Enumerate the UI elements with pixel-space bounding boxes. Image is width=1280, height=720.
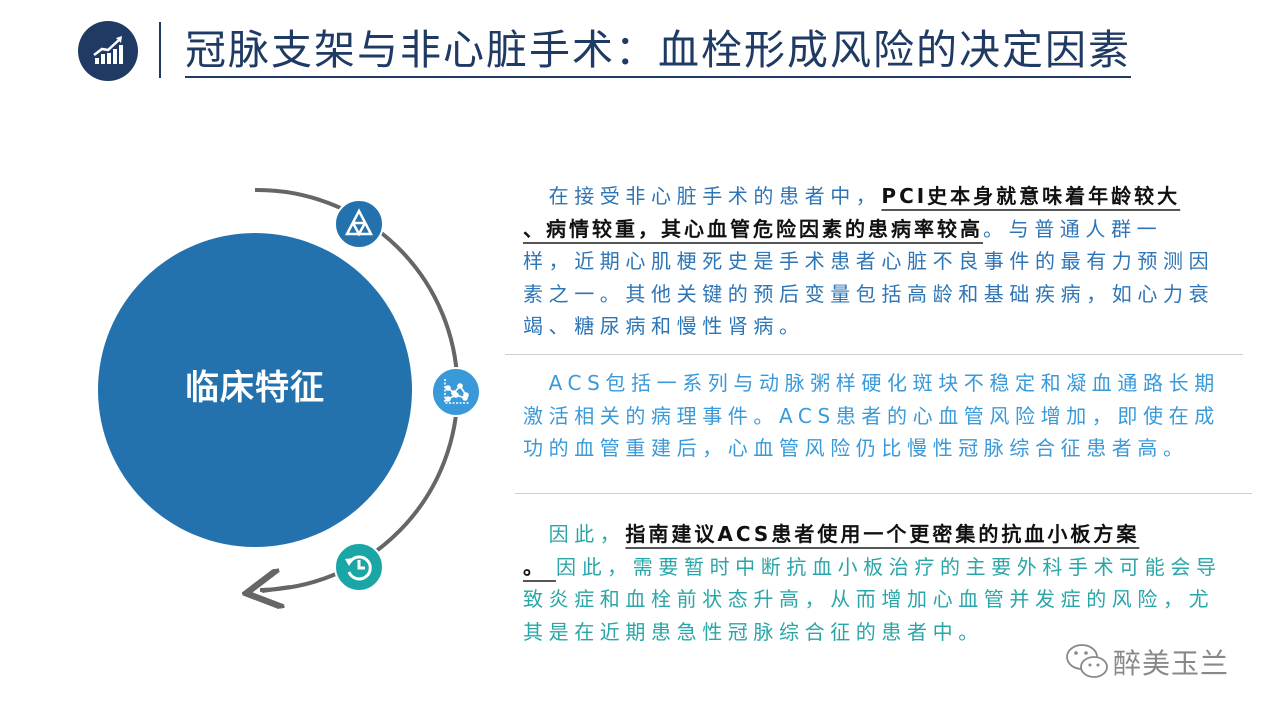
body-text: 在接受非心脏手术的患者中， <box>523 184 882 208</box>
wechat-icon <box>1066 644 1108 678</box>
body-text: 因此， <box>523 522 626 546</box>
divider <box>515 493 1252 494</box>
body-text: 因此，需要暂时中断抗血小板治疗的主要外科手术可能会导 <box>555 554 1222 579</box>
center-circle <box>98 233 412 547</box>
body-text: 激活相关的病理事件。ACS患者的心血管风险增加，即使在成 <box>523 403 1220 428</box>
paragraph-acs-events: ACS包括一系列与动脉粥样硬化斑块不稳定和凝血通路长期激活相关的病理事件。ACS… <box>523 367 1220 465</box>
paragraph-line: 致炎症和血栓前状态升高，从而增加心血管并发症的风险，尤 <box>523 583 1222 616</box>
paragraph-line: 。 因此，需要暂时中断抗血小板治疗的主要外科手术可能会导 <box>523 551 1222 584</box>
body-text: 致炎症和血栓前状态升高，从而增加心血管并发症的风险，尤 <box>523 587 1215 611</box>
triangle-pyramid-icon <box>334 199 384 249</box>
watermark: 醉美玉兰 <box>1065 642 1228 689</box>
paragraph-line: 样，近期心肌梗死史是手术患者心脏不良事件的最有力预测因 <box>523 245 1214 278</box>
paragraph-line: 因此，指南建议ACS患者使用一个更密集的抗血小板方案 <box>523 518 1222 551</box>
center-label: 临床特征 <box>185 368 325 408</box>
paragraph-line: 激活相关的病理事件。ACS患者的心血管风险增加，即使在成 <box>523 400 1220 433</box>
divider <box>505 354 1243 355</box>
emphasis-text: 。 <box>523 554 556 579</box>
body-text: 样，近期心肌梗死史是手术患者心脏不良事件的最有力预测因 <box>523 249 1215 273</box>
paragraph-line: 素之一。其他关键的预后变量包括高龄和基础疾病，如心力衰 <box>523 278 1214 311</box>
page-title: 冠脉支架与非心脏手术：血栓形成风险的决定因素 <box>185 24 1131 78</box>
paragraph-line: 功的血管重建后，心血管风险仍比慢性冠脉综合征患者高。 <box>523 432 1220 465</box>
body-text: 素之一。其他关键的预后变量包括高龄和基础疾病，如心力衰 <box>523 281 1215 306</box>
body-text: 。与普通人群一 <box>983 216 1163 241</box>
paragraph-line: 其是在近期患急性冠脉综合征的患者中。 <box>523 616 1222 649</box>
body-text: 其是在近期患急性冠脉综合征的患者中。 <box>523 619 984 644</box>
history-clock-icon <box>334 542 384 592</box>
body-text: 竭、糖尿病和慢性肾病。 <box>523 314 805 338</box>
emphasis-text: PCI史本身就意味着年龄较大 <box>881 184 1181 208</box>
body-text: 功的血管重建后，心血管风险仍比慢性冠脉综合征患者高。 <box>523 436 1189 460</box>
paragraph-pci-history: 在接受非心脏手术的患者中，PCI史本身就意味着年龄较大、病情较重，其心血管危险因… <box>523 180 1214 343</box>
line-chart-icon <box>431 367 481 417</box>
arc-arrow <box>262 587 291 591</box>
watermark-text: 醉美玉兰 <box>1113 647 1230 680</box>
emphasis-text: 、病情较重，其心血管危险因素的患病率较高 <box>523 216 983 241</box>
emphasis-text: 指南建议ACS患者使用一个更密集的抗血小板方案 <box>625 522 1140 546</box>
paragraph-guideline: 因此，指南建议ACS患者使用一个更密集的抗血小板方案。 因此，需要暂时中断抗血小… <box>523 518 1222 648</box>
paragraph-line: 竭、糖尿病和慢性肾病。 <box>523 310 1214 343</box>
paragraph-line: 在接受非心脏手术的患者中，PCI史本身就意味着年龄较大 <box>523 180 1214 213</box>
paragraph-line: 、病情较重，其心血管危险因素的患病率较高。与普通人群一 <box>523 213 1214 246</box>
title-divider <box>159 22 161 78</box>
paragraph-line: ACS包括一系列与动脉粥样硬化斑块不稳定和凝血通路长期 <box>523 367 1220 400</box>
logo <box>78 21 138 81</box>
growth-chart-icon <box>93 36 123 64</box>
body-text: ACS包括一系列与动脉粥样硬化斑块不稳定和凝血通路长期 <box>523 371 1220 395</box>
